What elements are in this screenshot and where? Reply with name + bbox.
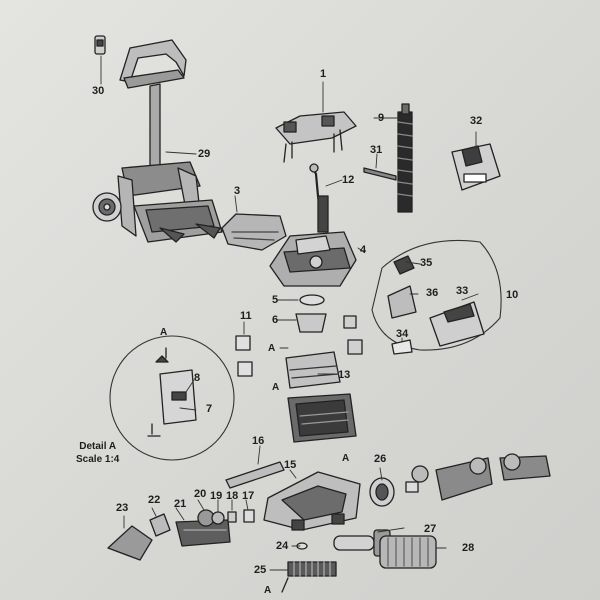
callout-1: 1	[320, 68, 327, 80]
part-3-cover	[221, 213, 287, 251]
callout-35: 35	[420, 257, 433, 269]
part-4-top-assembly	[269, 231, 357, 287]
part-16-rail	[225, 461, 285, 489]
callout-27: 27	[424, 523, 437, 535]
part-22-side-plate	[149, 513, 171, 537]
callout-33: 33	[456, 285, 469, 297]
part-21-track	[175, 519, 231, 547]
callout-4: 4	[360, 244, 367, 256]
callout-36: 36	[426, 287, 439, 299]
callout-5: 5	[272, 294, 279, 306]
marker-a-detail-top: A	[160, 327, 168, 338]
callout-29: 29	[198, 148, 211, 160]
part-17-cap	[243, 509, 255, 523]
part-1-handle	[275, 111, 357, 163]
callout-20: 20	[194, 488, 207, 500]
marker-a-below: A	[272, 382, 280, 393]
callout-24: 24	[276, 540, 289, 552]
callout-25: 25	[254, 564, 267, 576]
part-29-caddy	[92, 39, 223, 243]
part-32-power-supply	[451, 143, 501, 191]
part-26-drive	[369, 477, 419, 507]
callout-3: 3	[234, 185, 241, 197]
callout-13: 13	[338, 369, 351, 381]
part-9-hose	[397, 103, 413, 213]
callout-7: 7	[206, 403, 213, 415]
part-11-bracket	[235, 335, 253, 377]
marker-a-chassis: A	[342, 453, 350, 464]
part-track-assembly-right	[411, 453, 551, 501]
part-28-brush	[379, 535, 437, 569]
callout-32: 32	[470, 115, 483, 127]
detail-a-callout	[109, 335, 235, 461]
callout-31: 31	[370, 144, 383, 156]
callout-26: 26	[374, 453, 387, 465]
callout-15: 15	[284, 459, 297, 471]
detail-a-scale: Scale 1:4	[76, 454, 120, 465]
part-20-19-18-gears	[197, 509, 237, 527]
part-23-side-panel	[107, 525, 153, 561]
callout-19: 19	[210, 490, 223, 502]
marker-a-left: A	[268, 343, 276, 354]
callout-8: 8	[194, 372, 201, 384]
callout-11: 11	[240, 310, 252, 322]
callout-23: 23	[116, 502, 129, 514]
detail-a-title: Detail A	[79, 441, 117, 452]
callout-12: 12	[342, 174, 355, 186]
part-13-motor-unit	[285, 315, 363, 389]
callout-9: 9	[378, 112, 385, 124]
part-25-brush-bar	[281, 561, 337, 593]
part-12-swivel	[309, 163, 329, 233]
callout-28: 28	[462, 542, 475, 554]
detail-a-label: Detail A Scale 1:4	[76, 440, 119, 466]
part-31-strap	[363, 167, 397, 181]
callout-6: 6	[272, 314, 279, 326]
part-filters	[287, 393, 357, 443]
part-30-clip	[94, 35, 106, 55]
callout-18: 18	[226, 490, 239, 502]
callout-17: 17	[242, 490, 255, 502]
marker-a-bottom: A	[264, 585, 272, 596]
part-6-impeller	[295, 313, 327, 333]
callout-30: 30	[92, 85, 105, 97]
callout-22: 22	[148, 494, 161, 506]
part-5-seal	[299, 294, 325, 306]
callout-10: 10	[506, 289, 519, 301]
part-15-chassis	[263, 471, 361, 531]
part-10-detail	[371, 239, 502, 355]
callout-16: 16	[252, 435, 265, 447]
callout-34: 34	[396, 328, 409, 340]
callout-21: 21	[174, 498, 187, 510]
